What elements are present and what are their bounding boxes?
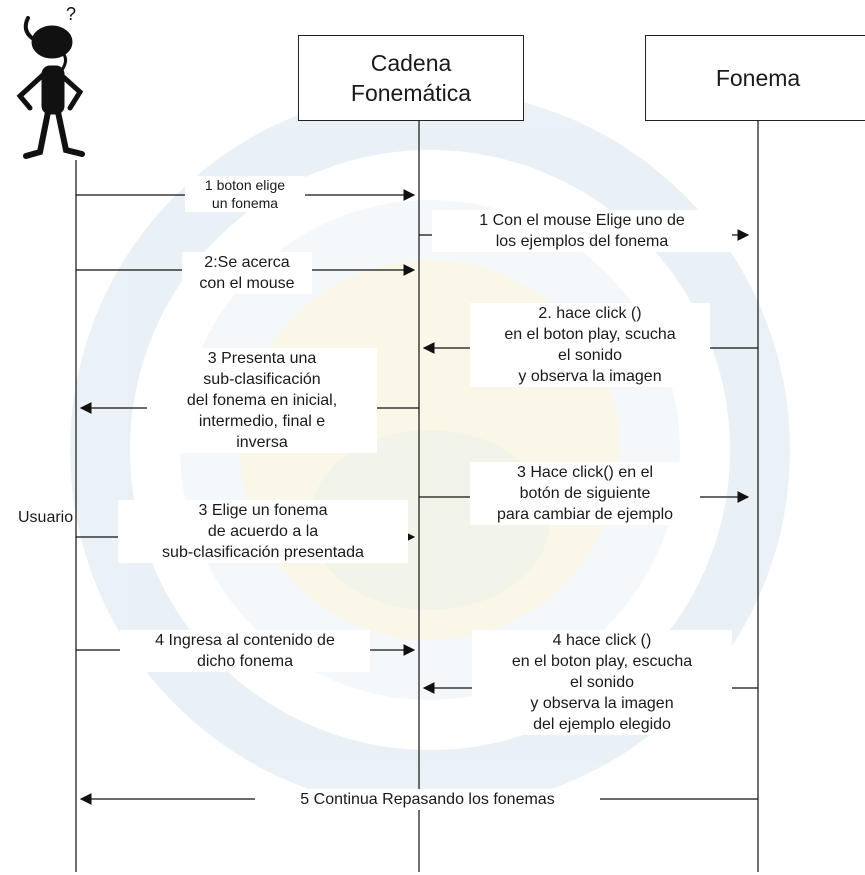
object-fonema-label: Fonema	[715, 65, 801, 91]
message-label-5: 3 Presenta una sub-clasificación del fon…	[147, 348, 377, 453]
object-cadena-line2: Fonemática	[350, 80, 472, 106]
message-label-2: 1 Con el mouse Elige uno de los ejemplos…	[432, 210, 732, 252]
svg-text:?: ?	[66, 4, 76, 24]
actor-label: Usuario	[18, 509, 74, 527]
message-label-6: 3 Hace click() en el botón de siguiente …	[470, 462, 700, 525]
message-label-9: 4 hace click () en el boton play, escuch…	[472, 630, 732, 735]
object-cadena-line1: Cadena	[370, 50, 452, 76]
message-label-10: 5 Continua Repasando los fonemas	[255, 789, 600, 810]
message-label-4: 2. hace click () en el boton play, scuch…	[470, 303, 710, 387]
message-label-1: 1 boton elige un fonema	[185, 176, 305, 212]
message-label-7: 3 Elige un fonema de acuerdo a la sub-cl…	[118, 500, 408, 563]
user-actor-icon: ?	[16, 4, 85, 159]
message-label-3: 2:Se acerca con el mouse	[182, 252, 312, 294]
object-box-fonema: Fonema	[645, 35, 865, 121]
object-box-cadena: Cadena Fonemática	[298, 35, 524, 121]
message-label-8: 4 Ingresa al contenido de dicho fonema	[120, 630, 370, 672]
